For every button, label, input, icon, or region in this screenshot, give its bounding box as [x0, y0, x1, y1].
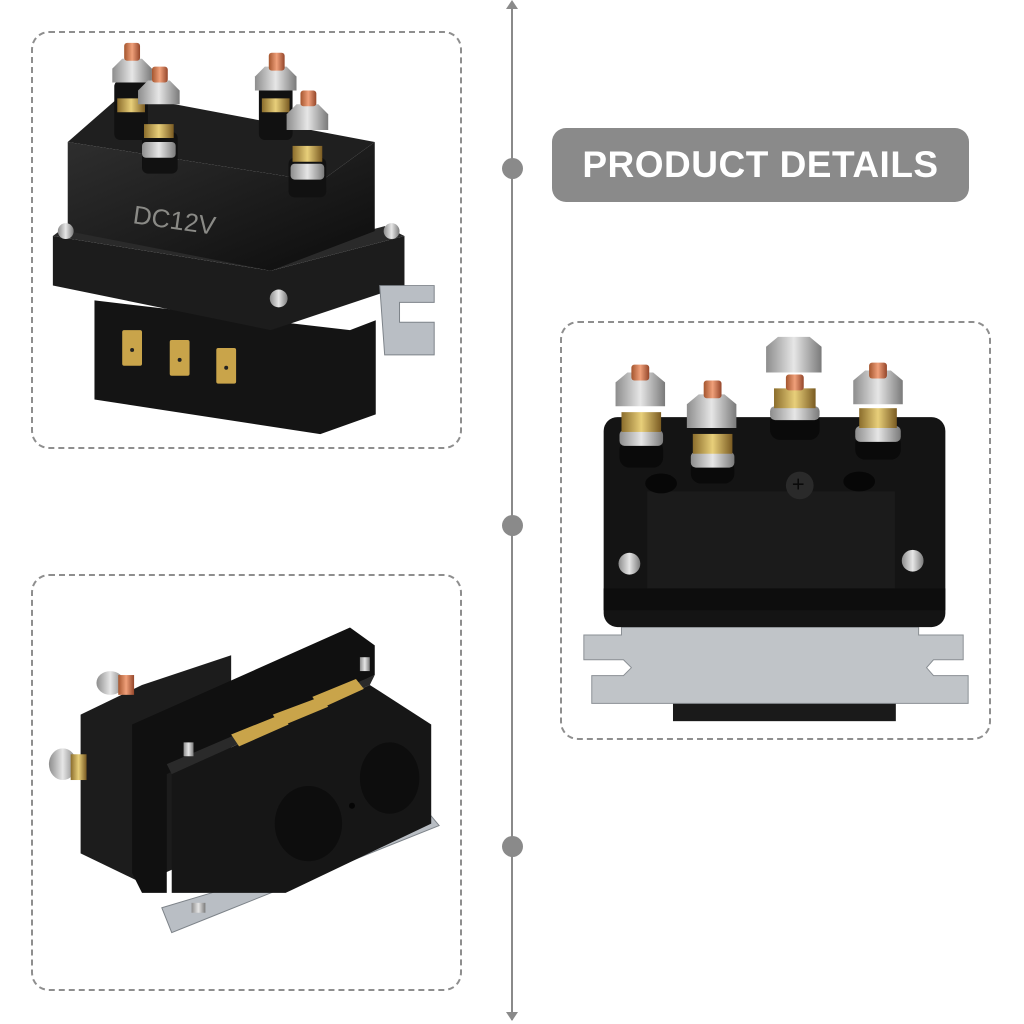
arrow-up-icon — [506, 0, 518, 9]
solenoid-bottom-image — [48, 627, 440, 934]
arrow-down-icon — [506, 1012, 518, 1021]
badge-title: PRODUCT DETAILS — [582, 144, 939, 185]
photo-bottom-view — [31, 574, 462, 991]
timeline-dot-1 — [502, 158, 523, 179]
photo-front-view: + — [560, 321, 991, 740]
timeline-dot-3 — [502, 836, 523, 857]
photo-angled-view: DC12V — [31, 31, 462, 449]
timeline-dot-2 — [502, 515, 523, 536]
solenoid-front-image: + — [583, 336, 969, 722]
product-details-badge: PRODUCT DETAILS — [552, 128, 969, 202]
timeline-line — [511, 2, 513, 1020]
plus-marking: + — [792, 471, 805, 496]
solenoid-angled-image: DC12V — [52, 42, 435, 435]
